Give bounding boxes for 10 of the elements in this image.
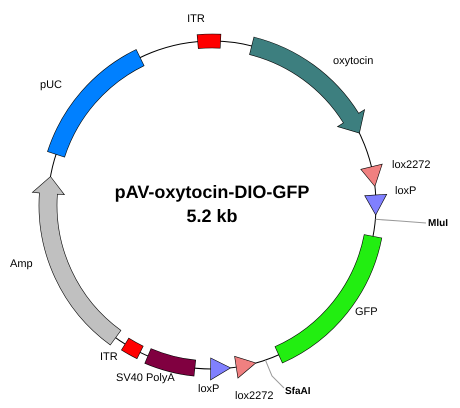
- leader-line: [374, 218, 426, 224]
- feature-label: lox2272: [392, 159, 431, 171]
- site-label: MluI: [428, 218, 448, 229]
- feature-label: Amp: [10, 258, 33, 270]
- site-label: SfaAI: [285, 386, 311, 397]
- feature-label: loxP: [198, 383, 220, 395]
- feature-label: ITR: [187, 13, 205, 25]
- feature-label: SV40 PolyA: [116, 372, 175, 384]
- feature-label: loxP: [395, 185, 416, 197]
- feature-label: lox2272: [235, 390, 274, 402]
